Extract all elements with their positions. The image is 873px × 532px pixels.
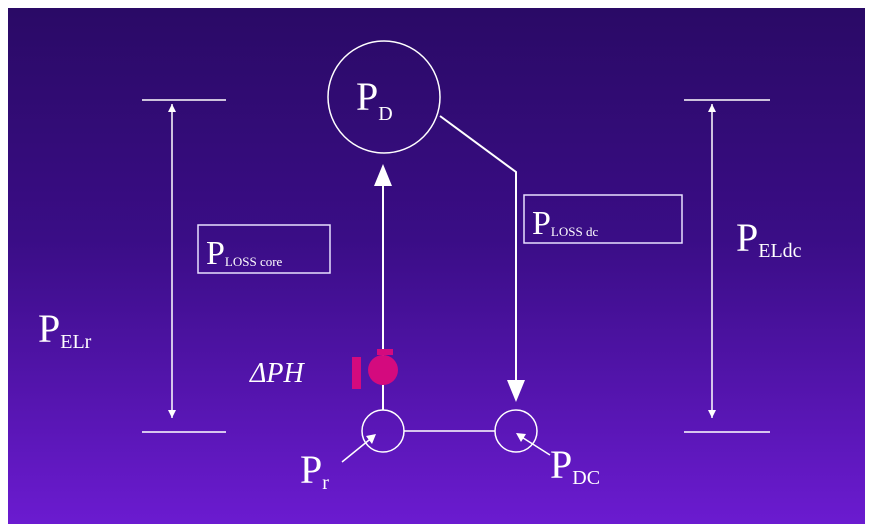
- pdc-label: PDC: [550, 442, 600, 489]
- pdc-leader: [519, 435, 551, 456]
- loss-core-box: [197, 224, 331, 274]
- right-arrow-down: [708, 410, 716, 418]
- loss-dc-label: PLOSS dc: [532, 205, 598, 242]
- node-pd-label: PD: [356, 74, 393, 125]
- return-line: [439, 115, 517, 392]
- node-pr-circle: [361, 409, 405, 453]
- pelr-label: PELr: [38, 306, 92, 353]
- delta-ph-label: ΔPH: [249, 358, 306, 389]
- node-pd-circle: [327, 40, 441, 154]
- diagram-slide: [8, 8, 865, 524]
- right-arrow-up: [708, 104, 716, 112]
- left-arrow-up: [168, 104, 176, 112]
- return-arrow-head: [507, 380, 525, 402]
- loss-core-label: PLOSS core: [206, 235, 283, 272]
- peldc-label: PELdc: [736, 215, 802, 262]
- loss-dc-box: [523, 194, 683, 244]
- pdc-leader-arrow: [516, 433, 526, 442]
- pr-leader-arrow: [366, 434, 376, 444]
- node-pdc-circle: [494, 409, 538, 453]
- pr-label: Pr: [300, 447, 329, 494]
- left-arrow-down: [168, 410, 176, 418]
- supply-arrow-head: [374, 164, 392, 186]
- pr-leader: [341, 435, 375, 463]
- pump-icon: [352, 349, 398, 389]
